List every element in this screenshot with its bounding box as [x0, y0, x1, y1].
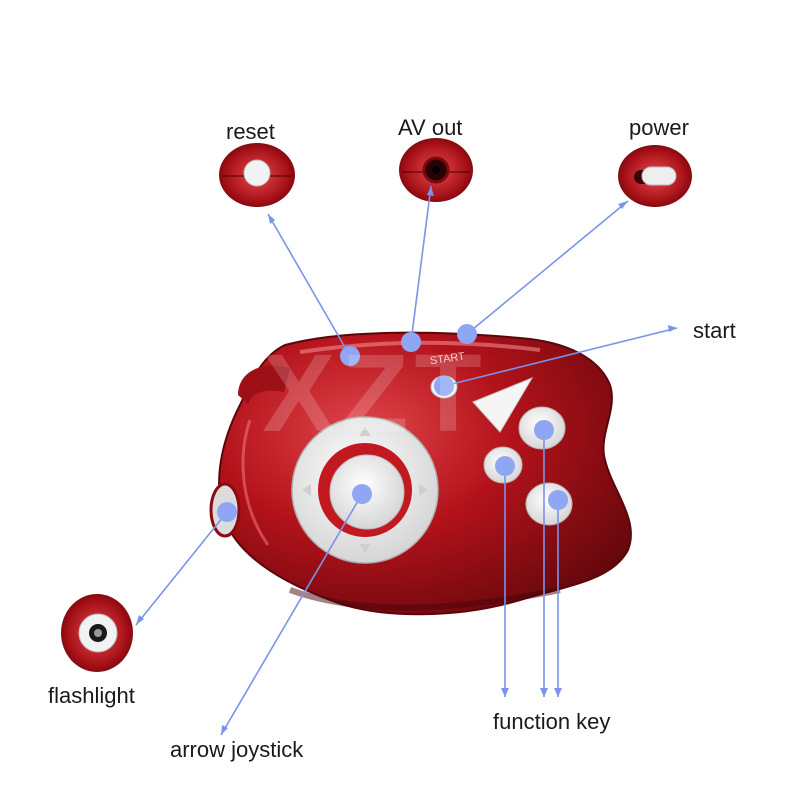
- label-start: start: [693, 318, 736, 343]
- label-arrow-joystick: arrow joystick: [170, 737, 304, 762]
- reset-inset: [219, 143, 295, 207]
- power-inset: [618, 145, 692, 207]
- pointer-lines: [135, 185, 678, 736]
- label-function-key: function key: [493, 709, 611, 734]
- start-print: START: [429, 351, 466, 368]
- pointer-arrowheads: [136, 186, 677, 735]
- dpad-down-arrow-icon: [359, 544, 371, 553]
- label-av-out: AV out: [398, 115, 463, 140]
- pointer-joystick: [220, 493, 363, 736]
- pointer-flashlight: [135, 511, 228, 626]
- flashlight-inset: [61, 594, 133, 672]
- pointer-av-out: [410, 185, 432, 343]
- pointer-start: [443, 327, 678, 387]
- label-flashlight: flashlight: [48, 683, 135, 708]
- dpad-up-arrow-icon: [359, 427, 371, 436]
- av-out-inset: [399, 138, 473, 202]
- reset-button[interactable]: [243, 159, 271, 187]
- pointer-dots: [217, 324, 568, 522]
- dpad-right-arrow-icon: [419, 484, 428, 496]
- watermark: XZT: [262, 332, 488, 455]
- label-power: power: [629, 115, 689, 140]
- label-reset: reset: [226, 119, 275, 144]
- dpad-left-arrow-icon: [302, 484, 311, 496]
- power-switch[interactable]: [641, 166, 677, 186]
- triangle-icon: [472, 376, 534, 433]
- pointer-reset: [267, 213, 351, 357]
- pointer-power: [466, 200, 629, 335]
